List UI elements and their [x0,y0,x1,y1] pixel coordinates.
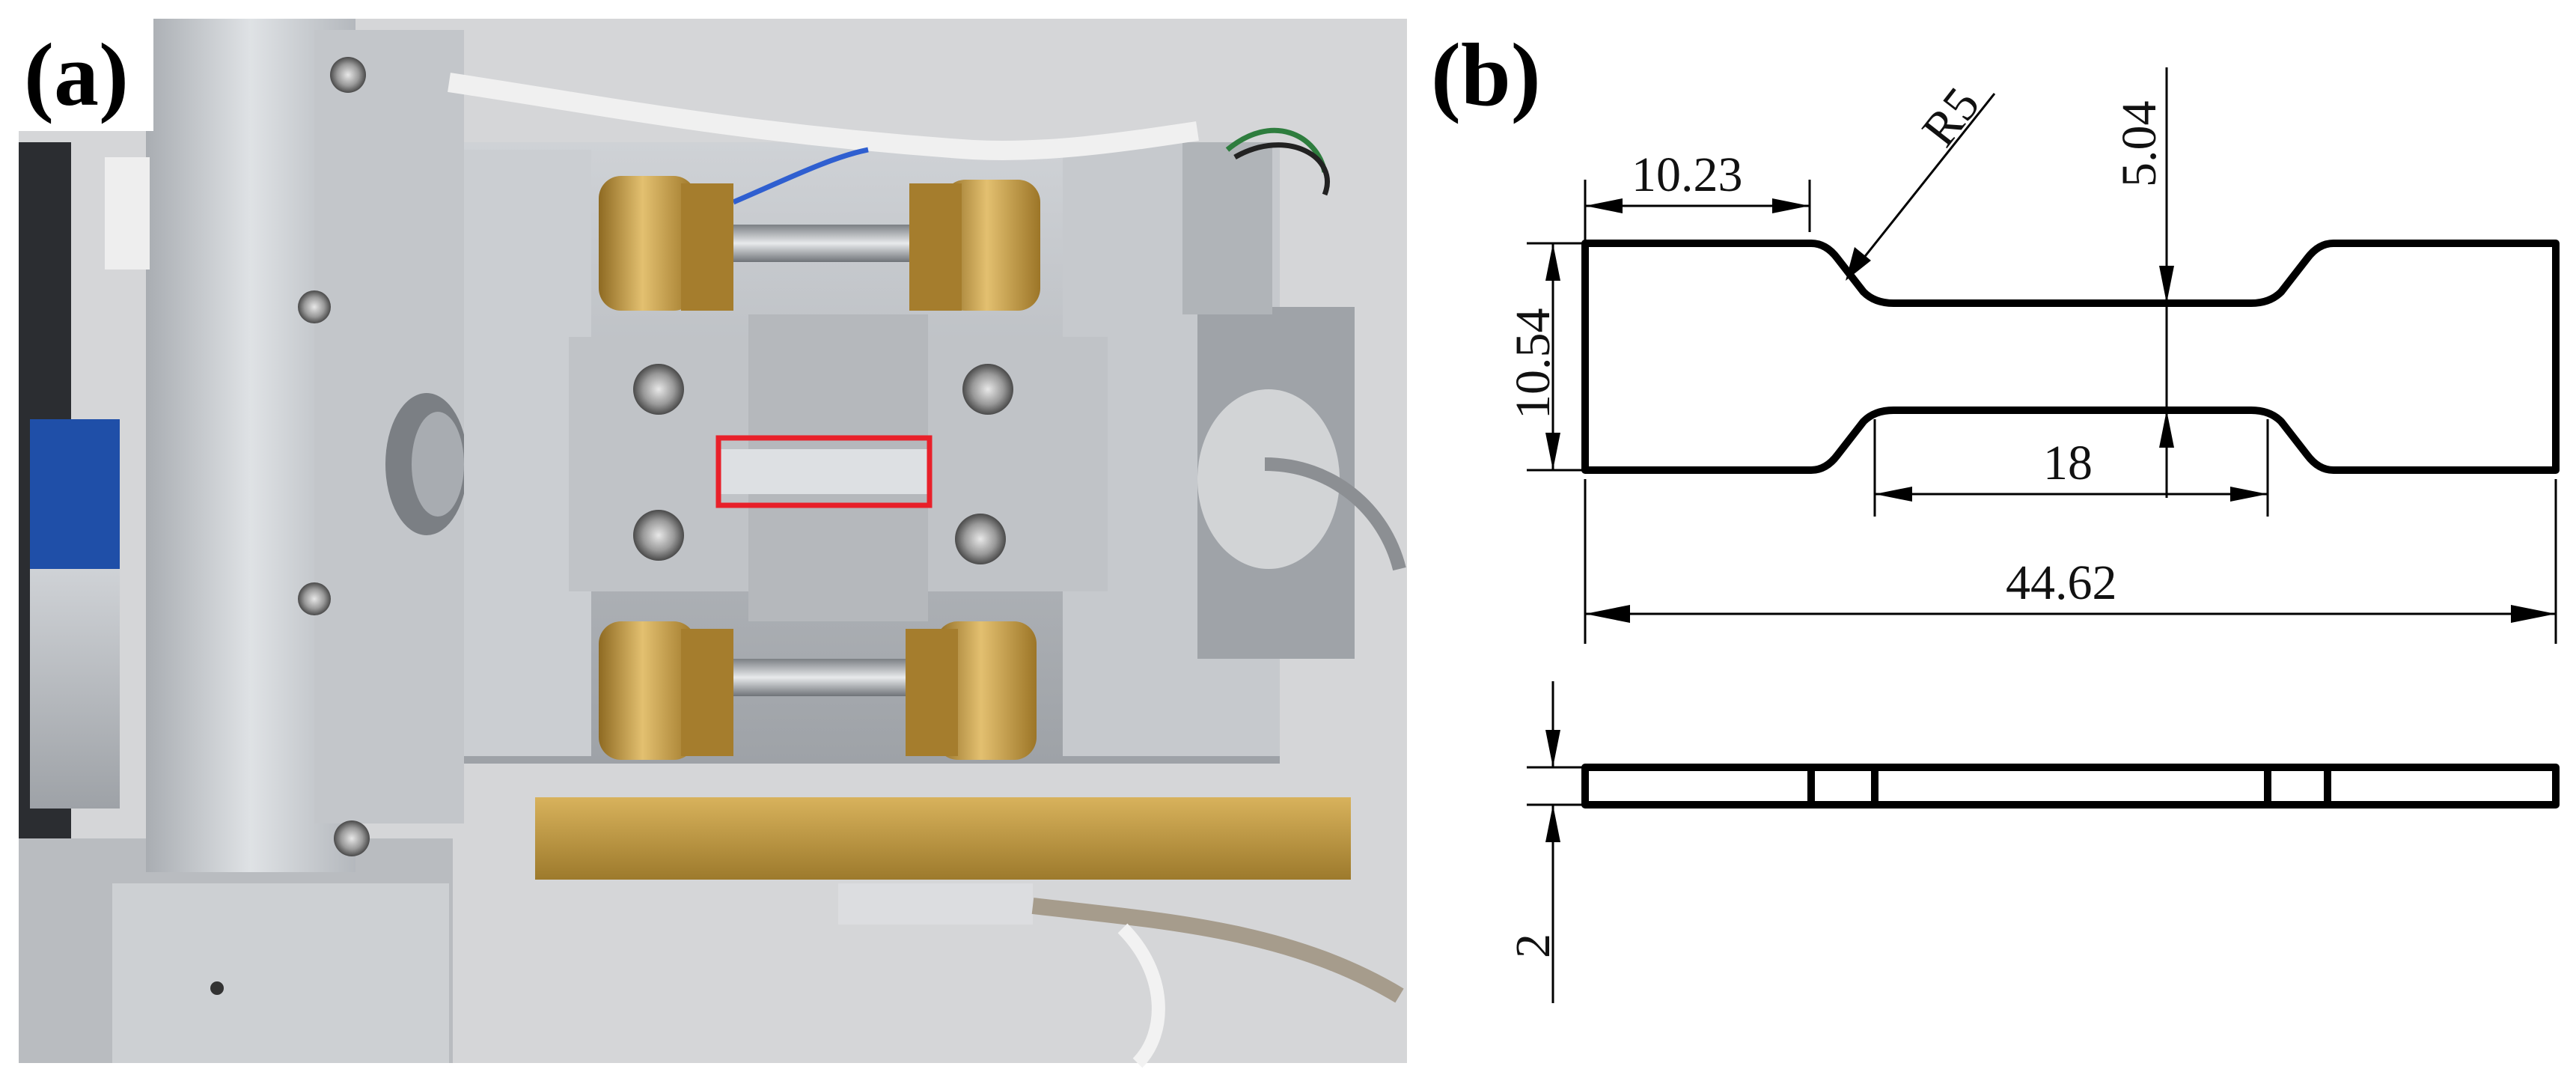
column-screw-4 [334,820,370,856]
left-grip-screw-bottom [633,510,684,561]
lower-right-clamp [906,629,958,756]
dim-grip-width: 10.54 [1506,308,1560,420]
upper-right-brass-roller [943,180,1040,311]
dim-radius-leader [1847,93,1996,278]
left-grip-screw-top [633,364,684,415]
panel-b-label: (b) [1431,25,1541,124]
blue-wire [732,147,869,205]
upper-right-clamp [909,183,962,311]
dim-overall-length: 44.62 [2006,555,2117,610]
right-grip [921,337,1108,591]
panel-b-drawing: (b) 10.23 R5 5.04 10.54 [1431,25,2560,1003]
right-grip-screw-top [962,364,1013,415]
load-cell [1197,389,1340,569]
brass-base-plate [535,797,1351,880]
dim-grip-width-arrow-top [1545,243,1560,281]
specimen-side-view [1581,764,2560,809]
white-tube [1117,923,1165,1068]
label-sticker [105,157,150,270]
black-wire [1233,142,1330,196]
dim-grip-width-arrow-bottom [1545,433,1560,470]
lower-right-brass-roller [936,621,1037,760]
left-knob-face [412,412,464,517]
white-cable [448,73,1199,160]
panel-a-photo: (a) [19,19,1407,1068]
dim-shoulder-length: 10.23 [1632,147,1743,202]
column-screw-1 [330,57,366,93]
dim-gauge-width: 5.04 [2112,101,2167,188]
left-base-block-face [112,883,449,1063]
dim-radius-arrow [1846,247,1871,281]
column-screw-3 [298,582,331,615]
dim-shoulder-arrow-right [1772,198,1810,213]
specimen [718,449,928,494]
left-cylinder-body [30,569,120,809]
dim-gauge-width-arrow-top [2159,266,2174,303]
dim-fillet-radius: R5 [1911,78,1990,157]
dim-thickness-arrow-top [1545,730,1560,767]
highlight-box [715,435,933,508]
upper-left-clamp [681,183,733,311]
right-grip-screw-bottom [955,514,1006,564]
column-screw-2 [298,290,331,323]
base-hole [210,981,224,995]
connector [838,883,1033,925]
dim-thickness-arrow-bottom [1545,805,1560,842]
dim-gauge-width-arrow-bottom [2159,410,2174,448]
specimen-top-view [1581,240,2560,474]
lower-left-brass-roller [599,621,696,760]
dim-overall-arrow-left [1585,605,1630,623]
blue-cylinder [30,419,120,569]
dim-gauge-length: 18 [2043,436,2093,490]
dim-overall-arrow-right [2511,605,2556,623]
braided-cable [1031,898,1404,1003]
dim-gauge-length-arrow-left [1875,487,1912,502]
upper-left-brass-roller [599,176,696,311]
right-frame [1182,142,1272,314]
dim-thickness: 2 [1506,934,1560,958]
panel-a-label-bg [19,19,153,131]
dim-shoulder-arrow-left [1585,198,1623,213]
dim-gauge-length-arrow-right [2230,487,2268,502]
panel-a-label: (a) [24,25,129,124]
right-cable [1264,457,1406,571]
lower-left-clamp [681,629,733,756]
